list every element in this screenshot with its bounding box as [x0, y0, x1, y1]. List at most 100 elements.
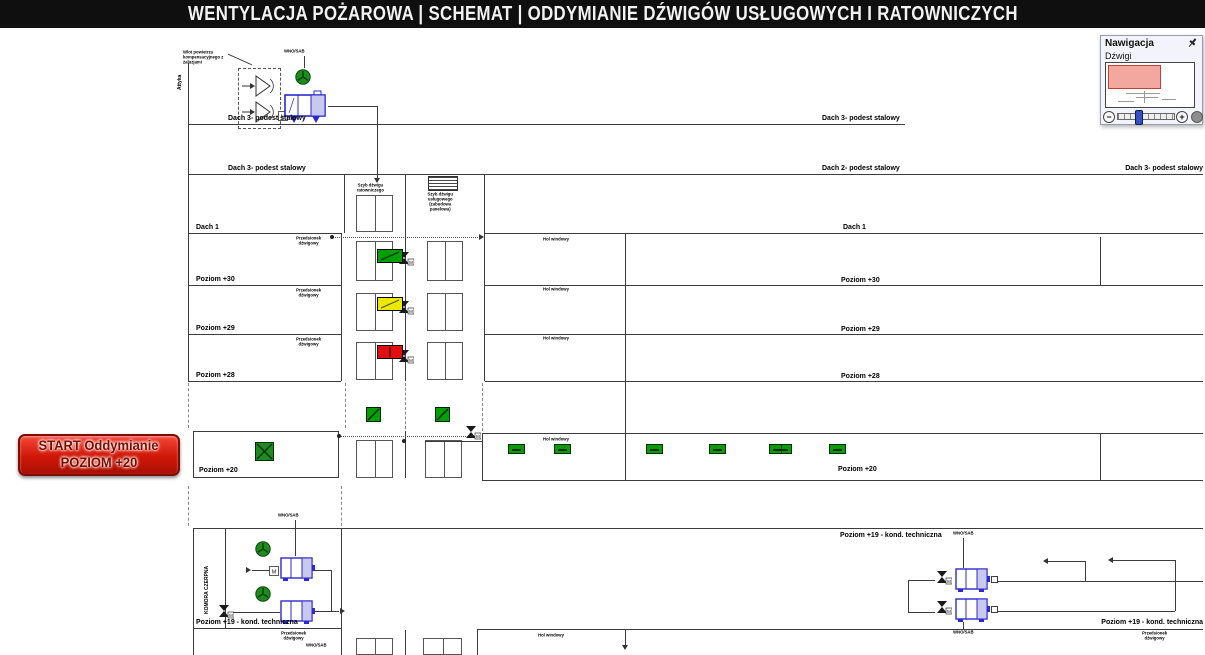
smoke-exhaust-fan [955, 568, 990, 592]
svg-text:M: M [229, 613, 233, 618]
level-label: Dach 1 [843, 224, 866, 231]
nav-view-label: Dźwigi [1105, 51, 1132, 61]
wall [341, 628, 342, 655]
wall [484, 174, 485, 381]
floor-line [193, 628, 341, 629]
zoom-slider[interactable] [1117, 110, 1175, 125]
level-label: Poziom +19 - kond. techniczna [840, 532, 942, 539]
smoke-duct [405, 431, 406, 478]
zoom-out-button[interactable]: − [1103, 111, 1115, 123]
fan-status-icon [295, 69, 311, 85]
break-dash [188, 383, 189, 428]
tag-leader [304, 56, 305, 68]
nav-panel: Nawigacja Dźwigi − + [1100, 35, 1203, 125]
level-label: Poziom +19 - kond. techniczna [196, 619, 298, 626]
level-label: Poziom +19 - kond. techniczna [1101, 619, 1203, 626]
attyka-label: Attyka [177, 74, 183, 90]
level-label: Poziom +20 [838, 466, 877, 473]
damper-status-open [377, 249, 403, 263]
smoke-exhaust-fan [280, 557, 315, 581]
smoke-duct-break [405, 383, 406, 429]
damper-actuator-icon: M [269, 566, 279, 576]
duct-line [233, 612, 280, 613]
room-label: Hol windowy [538, 633, 564, 639]
level-label: Poziom +28 [841, 373, 880, 380]
floor-line [485, 233, 1203, 234]
roof2-line [188, 174, 1203, 175]
break-dash [345, 383, 346, 428]
elevator-shaft-service [425, 440, 462, 478]
nav-panel-header: Nawigacja [1101, 36, 1202, 50]
fan-tag-label: WNO/SAB [278, 513, 299, 519]
break-dash [188, 486, 189, 526]
fire-damper-icon: M [219, 605, 234, 619]
fire-damper-icon: M [937, 571, 952, 585]
building-left-wall [188, 63, 189, 381]
roof-label: Dach 3- podest stalowy [822, 115, 900, 122]
wall [482, 433, 483, 480]
junction-dot [402, 439, 406, 443]
page-title: WENTYLACJA POŻAROWA | SCHEMAT | ODDYMIAN… [187, 2, 1018, 25]
room-label: Przedsionek dźwigowy [296, 288, 322, 299]
zoom-slider-thumb[interactable] [1135, 110, 1143, 125]
damper-status-partial [377, 297, 403, 311]
start-button-line1: START Oddymianie [38, 438, 159, 454]
break-dash [482, 383, 483, 431]
relief-duct-dotted [333, 237, 482, 238]
room-label: Przedsionek dźwigowy [1142, 631, 1168, 642]
junction-dot [337, 434, 341, 438]
svg-text:M: M [947, 609, 951, 614]
junction-dot [330, 235, 334, 239]
duct-line [315, 611, 339, 612]
svg-text:M: M [947, 579, 951, 584]
floor-line [482, 480, 1203, 481]
damper-status-open [769, 444, 792, 454]
flow-arrow-left [1108, 557, 1113, 563]
fire-damper-icon: M [466, 426, 481, 440]
damper-status-open [829, 444, 846, 454]
svg-text:M: M [409, 260, 413, 265]
smoke-duct [625, 630, 626, 646]
floor-line [485, 285, 1203, 286]
duct-line [315, 570, 331, 571]
roof-label: Dach 2- podest stalowy [822, 165, 900, 172]
fan-tag-label: WNO/SAB [953, 630, 974, 636]
wall [1100, 433, 1101, 480]
duct-line [252, 570, 270, 571]
elevator-shaft-service [427, 241, 463, 281]
level-label: Poziom +29 [196, 325, 235, 332]
relief-duct-dotted [341, 436, 468, 437]
intake-note-label: Wlot powietrza kompensacyjnego z żaluzja… [183, 50, 224, 66]
duct-line [908, 580, 909, 612]
nav-viewport-rect[interactable] [1108, 65, 1161, 89]
floor-line [482, 433, 1203, 434]
flow-arrow-right [340, 608, 345, 614]
fan-tag-label: WNO/SAB [953, 531, 974, 537]
tag-leader [295, 520, 296, 556]
room-label: Hol windowy [543, 336, 569, 342]
duct-line [1113, 560, 1175, 561]
fire-damper-icon: M [937, 601, 952, 615]
pin-icon[interactable] [1188, 38, 1198, 48]
nav-extra-button[interactable] [1191, 111, 1203, 123]
svg-text:M: M [409, 358, 413, 363]
tag-leader [963, 538, 964, 568]
minimap-sketch [1126, 93, 1160, 94]
start-oddymianie-button[interactable]: START Oddymianie POZIOM +20 [18, 434, 180, 476]
floor-line [193, 528, 1203, 529]
air-intake-louver-icon [242, 101, 274, 123]
fan-status-icon [255, 586, 271, 602]
room-label: Przedsionek dźwigowy [296, 236, 322, 247]
roof3-line [188, 124, 905, 125]
damper-status-open [554, 444, 571, 454]
wall [477, 629, 478, 655]
zoom-in-button[interactable]: + [1176, 111, 1188, 123]
wall [193, 528, 194, 648]
nav-minimap[interactable] [1105, 62, 1195, 108]
wall [1100, 237, 1101, 285]
flow-arrow-left [1043, 558, 1048, 564]
room-label: Hol windowy [543, 237, 569, 243]
smoke-exhaust-fan [280, 600, 315, 624]
wall [625, 233, 626, 480]
